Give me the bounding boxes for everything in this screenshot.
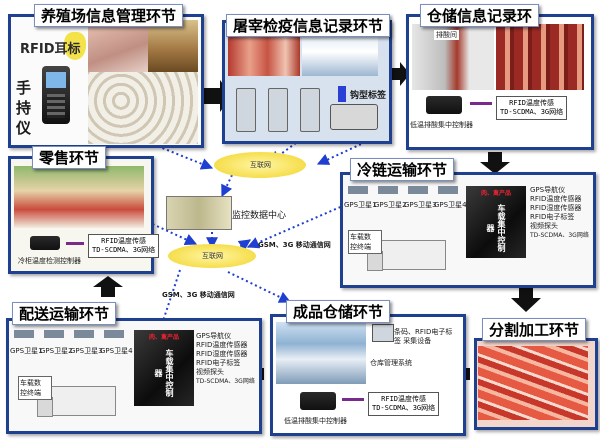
slaughter-photo-carcass — [228, 32, 300, 76]
finished-sensor-box: RFID温度传感 TD-SCDMA、3G网络 — [368, 392, 440, 416]
finished-sensor-line2: TD-SCDMA、3G网络 — [372, 404, 436, 412]
finished-collector-label: 低温排酸集中控制器 — [284, 417, 347, 425]
ear-tag-icon — [20, 32, 90, 60]
internet-mid-label: 互联网 — [202, 252, 223, 260]
cold-gps-3: GPS卫星3 — [404, 201, 437, 209]
retail-controller-label: 冷柜温度检测控制器 — [18, 257, 81, 265]
storage-sensor-line2: TD-SCDMA、3G网络 — [500, 108, 564, 116]
cold-feature-1: GPS导航仪 — [530, 186, 566, 194]
slaughter-title: 屠宰检疫信息记录环节 — [226, 14, 391, 37]
arrow-cold-processing — [511, 288, 541, 312]
delivery-satellite-row — [10, 330, 134, 356]
storage-photo-hanging-meat — [496, 24, 584, 90]
storage-title: 仓储信息记录环 — [420, 4, 540, 27]
finished-title: 成品仓储环节 — [286, 300, 391, 323]
delivery-feature-2: RFID温度传感器 — [196, 341, 248, 349]
retail-photo-counter — [14, 166, 144, 228]
retail-arrow-icon — [66, 242, 84, 245]
arrow-delivery-retail — [93, 276, 123, 297]
link-gsm-finished — [227, 271, 292, 303]
internet-cloud-mid — [168, 244, 256, 268]
cold-satellite-row — [344, 186, 464, 212]
delivery-box-text: 车载集中控制器 — [154, 349, 174, 397]
breeding-photo-cattle — [148, 20, 198, 72]
finished-photo-warehouse — [276, 322, 366, 384]
gsm-label-right: GSM、3G 移动通信网 — [258, 241, 331, 249]
cold-truck-icon — [367, 240, 446, 271]
cold-feature-4: RFID电子标签 — [530, 213, 575, 221]
arrow-storage-cold — [480, 152, 510, 174]
data-center-server-icon — [166, 196, 232, 230]
delivery-gps-4: GPS卫星4 — [100, 347, 133, 355]
handheld-label: 手持仪 — [16, 79, 32, 137]
finished-collector-device — [300, 392, 336, 410]
processing-photo-meat — [478, 346, 588, 420]
storage-arrow-icon — [470, 102, 492, 105]
storage-collector-label: 低温排酸集中控制器 — [410, 121, 473, 129]
handheld-device-icon — [42, 66, 70, 124]
data-center-label: 监控数据中心 — [232, 211, 287, 221]
cold-gps-1: GPS卫星1 — [344, 201, 377, 209]
finished-rfid-read-label: 条码、RFID电子标签 采集设备 — [394, 328, 453, 345]
retail-sensor-line1: RFID温度传感 — [101, 237, 146, 245]
internet-cloud-top — [214, 152, 306, 178]
gsm-label-left: GSM、3G 移动通信网 — [162, 291, 235, 299]
breeding-photo-sheep — [88, 72, 198, 144]
breeding-photo-pigs — [88, 20, 148, 72]
link-internet-center — [221, 174, 233, 198]
storage-sensor-line1: RFID温度传感 — [509, 99, 554, 107]
cold-feature-6: TD-SCDMA、3G网络 — [530, 232, 589, 239]
delivery-features: GPS导航仪 RFID温度传感器 RFID湿度传感器 RFID电子标签 视频探头… — [196, 332, 255, 422]
internet-top-label: 互联网 — [250, 161, 271, 169]
cold-box-text: 车载集中控制器 — [486, 204, 506, 252]
delivery-controller-box: 肉、禽产品 车载集中控制器 — [134, 330, 194, 406]
cold-feature-2: RFID温度传感器 — [530, 195, 582, 203]
retail-sensor-box: RFID温度传感 TD-SCDMA、3G网络 — [88, 234, 160, 258]
delivery-gps-2: GPS卫星2 — [40, 347, 73, 355]
delivery-vehicle-label: 车载数 控终端 — [18, 376, 52, 400]
delivery-feature-4: RFID电子标签 — [196, 359, 241, 367]
hook-tag-row — [232, 88, 328, 132]
link-gsm-delivery — [157, 269, 181, 332]
arrow-slaughter-storage — [390, 62, 410, 86]
finished-wms-label: 仓库管理系统 — [370, 359, 412, 367]
cold-feature-3: RFID湿度传感器 — [530, 204, 582, 212]
cold-chain-title: 冷链运输环节 — [350, 158, 455, 181]
storage-sensor-box: RFID温度传感 TD-SCDMA、3G网络 — [496, 96, 568, 120]
cold-features: GPS导航仪 RFID温度传感器 RFID湿度传感器 RFID电子标签 视频探头… — [530, 186, 589, 276]
delivery-gps-1: GPS卫星1 — [10, 347, 43, 355]
link-retail-gsm — [147, 221, 198, 245]
retail-title: 零售环节 — [32, 146, 107, 169]
cold-gps-4: GPS卫星4 — [434, 201, 467, 209]
storage-photo-sign: 排酸间 — [434, 30, 459, 40]
breeding-title: 养殖场信息管理环节 — [34, 4, 184, 27]
delivery-title: 配送运输环节 — [12, 302, 117, 325]
delivery-gps-3: GPS卫星3 — [70, 347, 103, 355]
retail-controller-device — [30, 236, 60, 250]
delivery-feature-6: TD-SCDMA、3G网络 — [196, 378, 255, 385]
cold-gps-2: GPS卫星2 — [374, 201, 407, 209]
cold-feature-5: 视频探头 — [530, 222, 558, 230]
processing-title: 分割加工环节 — [482, 318, 587, 341]
cold-box-corner: 肉、禽产品 — [480, 190, 511, 197]
cold-vehicle-label: 车载数 控终端 — [348, 230, 382, 254]
retail-sensor-line2: TD-SCDMA、3G网络 — [92, 246, 156, 254]
delivery-feature-3: RFID湿度传感器 — [196, 350, 248, 358]
cold-controller-box: 肉、禽产品 车载集中控制器 — [466, 186, 526, 258]
delivery-box-corner: 肉、禽产品 — [148, 334, 179, 341]
hook-tag-label: 钩型标签 — [350, 91, 387, 101]
delivery-feature-1: GPS导航仪 — [196, 332, 232, 340]
finished-sensor-line1: RFID温度传感 — [381, 395, 426, 403]
storage-collector-device — [426, 96, 462, 114]
finished-arrow-icon — [342, 398, 364, 401]
delivery-feature-5: 视频探头 — [196, 368, 224, 376]
wms-computer-icon — [372, 324, 394, 342]
delivery-truck-icon — [37, 386, 116, 417]
hook-tag-icon — [330, 104, 378, 130]
slaughter-photo-inspection — [302, 32, 378, 76]
down-arrow-icon — [338, 86, 346, 102]
rfid-ear-tag-label: RFID耳标 — [20, 42, 81, 57]
